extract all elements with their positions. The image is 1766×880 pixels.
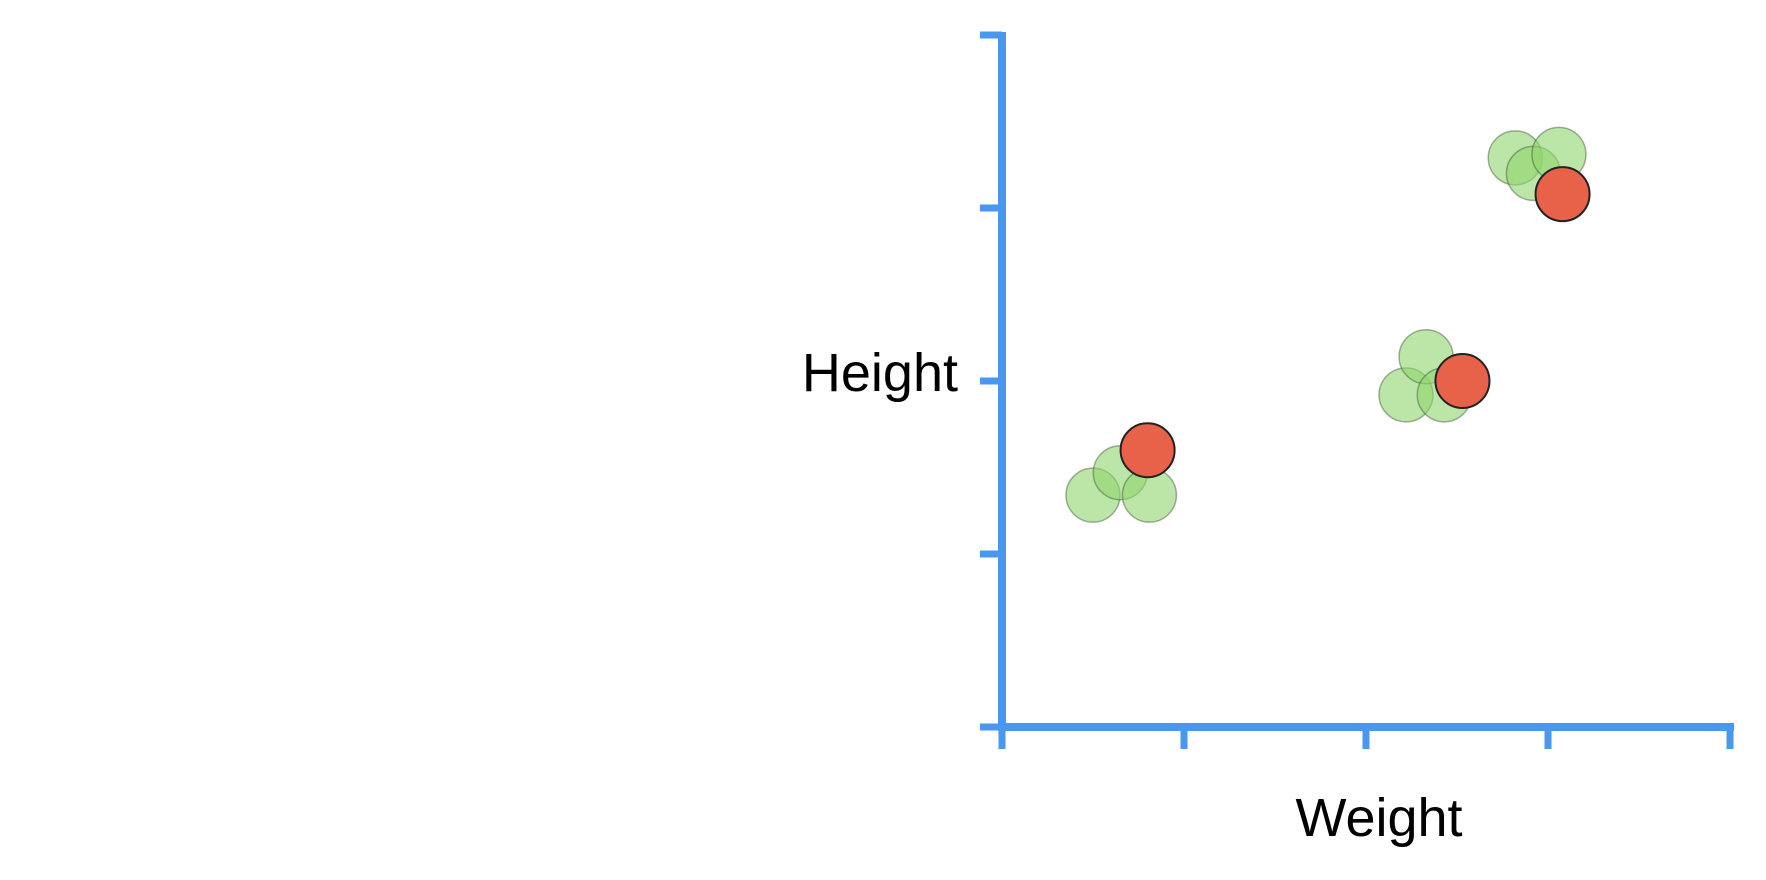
axes <box>980 31 1734 749</box>
data-point-1-1 <box>1434 353 1491 409</box>
data-point-1-2 <box>1534 166 1591 223</box>
data-points <box>1065 126 1591 523</box>
x-axis-label: Weight <box>1295 788 1462 848</box>
data-point-1-0 <box>1119 422 1176 479</box>
y-axis-label: Height <box>802 343 958 403</box>
